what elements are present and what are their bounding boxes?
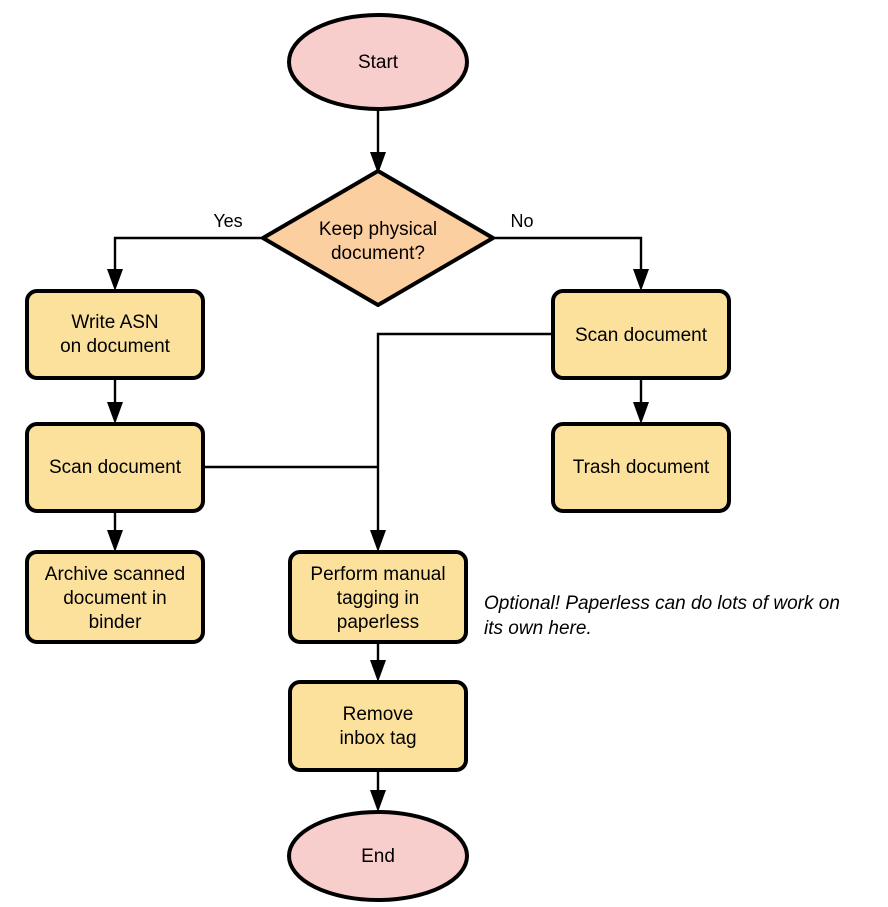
write-asn-box <box>25 289 205 380</box>
annotation-optional-note: Optional! Paperless can do lots of work … <box>484 593 840 639</box>
write-asn-label-line2: on document <box>60 336 171 357</box>
edge-label-yes: Yes <box>213 211 242 231</box>
node-scan-document-right[interactable]: Scan document <box>551 289 731 380</box>
edge-remove-inbox-to-end <box>370 770 386 812</box>
archive-box <box>25 550 205 644</box>
remove-inbox-label-line1: Remove <box>343 704 414 725</box>
node-scan-document-left[interactable]: Scan document <box>25 422 205 513</box>
manual-tagging-box <box>288 550 468 644</box>
edge-manual-tagging-to-remove-inbox <box>370 642 386 682</box>
edge-decision-no-to-scan-right <box>493 236 649 291</box>
edge-scan-left-to-archive <box>107 511 123 552</box>
trash-document-label: Trash document <box>573 457 710 478</box>
node-start[interactable]: Start <box>287 13 469 111</box>
decision-label-line1: Keep physical <box>319 219 437 240</box>
edge-write-asn-to-scan-left <box>107 378 123 424</box>
scan-document-left-label: Scan document <box>49 457 182 478</box>
edge-scan-right-to-trash <box>633 378 649 424</box>
write-asn-label-line1: Write ASN <box>71 312 158 333</box>
node-decision-keep-physical-document[interactable]: Keep physical document? <box>261 169 495 307</box>
start-ellipse <box>287 13 469 111</box>
manual-tagging-label-line3: paperless <box>337 612 419 633</box>
archive-label-line2: document in <box>63 588 167 609</box>
scan-document-left-box <box>25 422 205 513</box>
manual-tagging-label-line1: Perform manual <box>310 564 445 585</box>
annotation-line1: Optional! Paperless can do lots of work … <box>484 593 840 614</box>
remove-inbox-label-line2: inbox tag <box>339 728 416 749</box>
annotation-line2: its own here. <box>484 618 592 639</box>
end-label: End <box>361 846 395 867</box>
node-perform-manual-tagging[interactable]: Perform manual tagging in paperless <box>288 550 468 644</box>
trash-document-box <box>551 422 731 513</box>
edge-start-to-decision <box>370 109 386 174</box>
scan-document-right-label: Scan document <box>575 325 708 346</box>
archive-label-line3: binder <box>89 612 142 633</box>
edge-decision-yes-to-write-asn <box>107 236 263 291</box>
node-trash-document[interactable]: Trash document <box>551 422 731 513</box>
node-archive-scanned-document[interactable]: Archive scanned document in binder <box>25 550 205 644</box>
node-write-asn-on-document[interactable]: Write ASN on document <box>25 289 205 380</box>
node-end[interactable]: End <box>287 810 469 902</box>
node-remove-inbox-tag[interactable]: Remove inbox tag <box>288 680 468 772</box>
end-ellipse <box>287 810 469 902</box>
scan-document-right-box <box>551 289 731 380</box>
start-label: Start <box>358 52 399 73</box>
decision-label-line2: document? <box>331 243 425 264</box>
edge-scan-right-to-manual-tagging <box>370 332 553 552</box>
edge-label-no: No <box>510 211 533 231</box>
decision-diamond <box>261 169 495 307</box>
remove-inbox-tag-box <box>288 680 468 772</box>
archive-label-line1: Archive scanned <box>45 564 185 585</box>
manual-tagging-label-line2: tagging in <box>337 588 419 609</box>
